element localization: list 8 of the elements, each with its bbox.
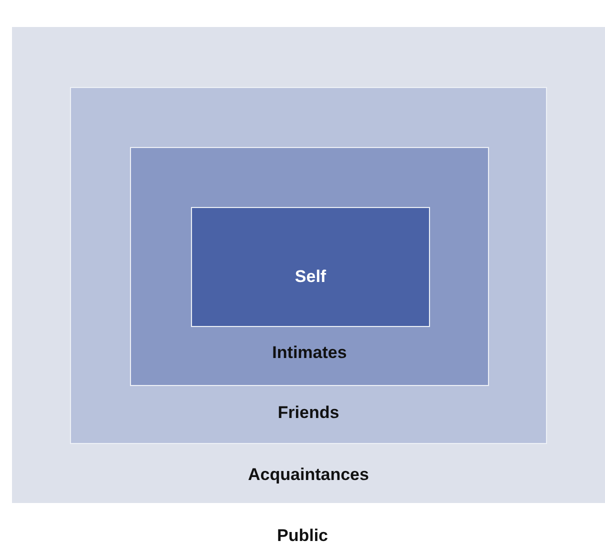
region-label: Public: [276, 526, 329, 546]
region-label: Friends: [276, 403, 340, 423]
self-box: [191, 207, 430, 327]
region-label: Acquaintances: [247, 465, 370, 485]
region-label: Self: [294, 267, 328, 287]
region-label: Intimates: [271, 343, 348, 363]
intimates-box: [130, 147, 489, 386]
friends-box: [70, 87, 547, 444]
